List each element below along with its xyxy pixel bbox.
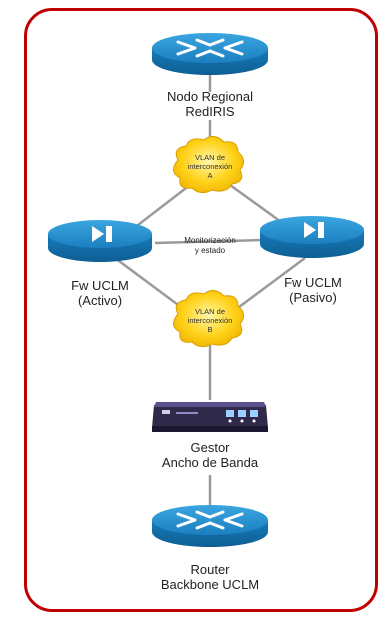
bw-manager-label-line2: Ancho de Banda — [161, 455, 259, 470]
top-router-label: Nodo Regional RedIRIS — [150, 89, 270, 119]
cloud-b-line3: B — [207, 325, 213, 334]
cloud-icon — [173, 290, 244, 348]
bw-manager-label-line1: Gestor — [190, 440, 230, 455]
fw-active-label: Fw UCLM (Activo) — [55, 278, 145, 308]
link-fw-monitoring — [154, 238, 263, 245]
fw-passive-label: Fw UCLM (Pasivo) — [268, 275, 358, 305]
cloud-a-label: VLAN de interconexión A — [180, 153, 240, 180]
monitoring-label-line2: y estado — [194, 246, 226, 255]
firewall-icon — [48, 220, 152, 262]
fw-active-label-line1: Fw UCLM — [71, 278, 129, 293]
monitoring-label: Monitorización y estado — [170, 236, 250, 256]
fw-passive-label-line1: Fw UCLM — [284, 275, 342, 290]
firewall-icon — [260, 216, 364, 258]
cloud-a-line1: VLAN de — [194, 153, 226, 162]
cloud-b-line2: interconexión — [187, 316, 233, 325]
link-fw-active-cloud-b — [114, 256, 186, 312]
cloud-a-line2: interconexión — [187, 162, 233, 171]
fw-passive-label-line2: (Pasivo) — [289, 290, 337, 305]
cloud-a-line3: A — [207, 171, 213, 180]
appliance-icon — [152, 402, 268, 432]
bottom-router-label-line1: Router — [190, 562, 230, 577]
cloud-b-label: VLAN de interconexión B — [180, 307, 240, 334]
diagram-frame — [24, 8, 378, 612]
bottom-router-label: Router Backbone UCLM — [145, 562, 275, 592]
fw-active-label-line2: (Activo) — [77, 293, 123, 308]
cloud-icon — [173, 136, 244, 194]
top-router-label-line1: Nodo Regional — [166, 89, 253, 104]
bw-manager-label: Gestor Ancho de Banda — [145, 440, 275, 470]
bottom-router-label-line2: Backbone UCLM — [160, 577, 260, 592]
router-icon — [152, 505, 268, 547]
top-router-label-line2: RedIRIS — [185, 104, 235, 119]
router-icon — [152, 33, 268, 75]
cloud-b-line1: VLAN de — [194, 307, 226, 316]
monitoring-label-line1: Monitorización — [184, 236, 236, 245]
link-fw-passive-cloud-b — [234, 256, 306, 312]
